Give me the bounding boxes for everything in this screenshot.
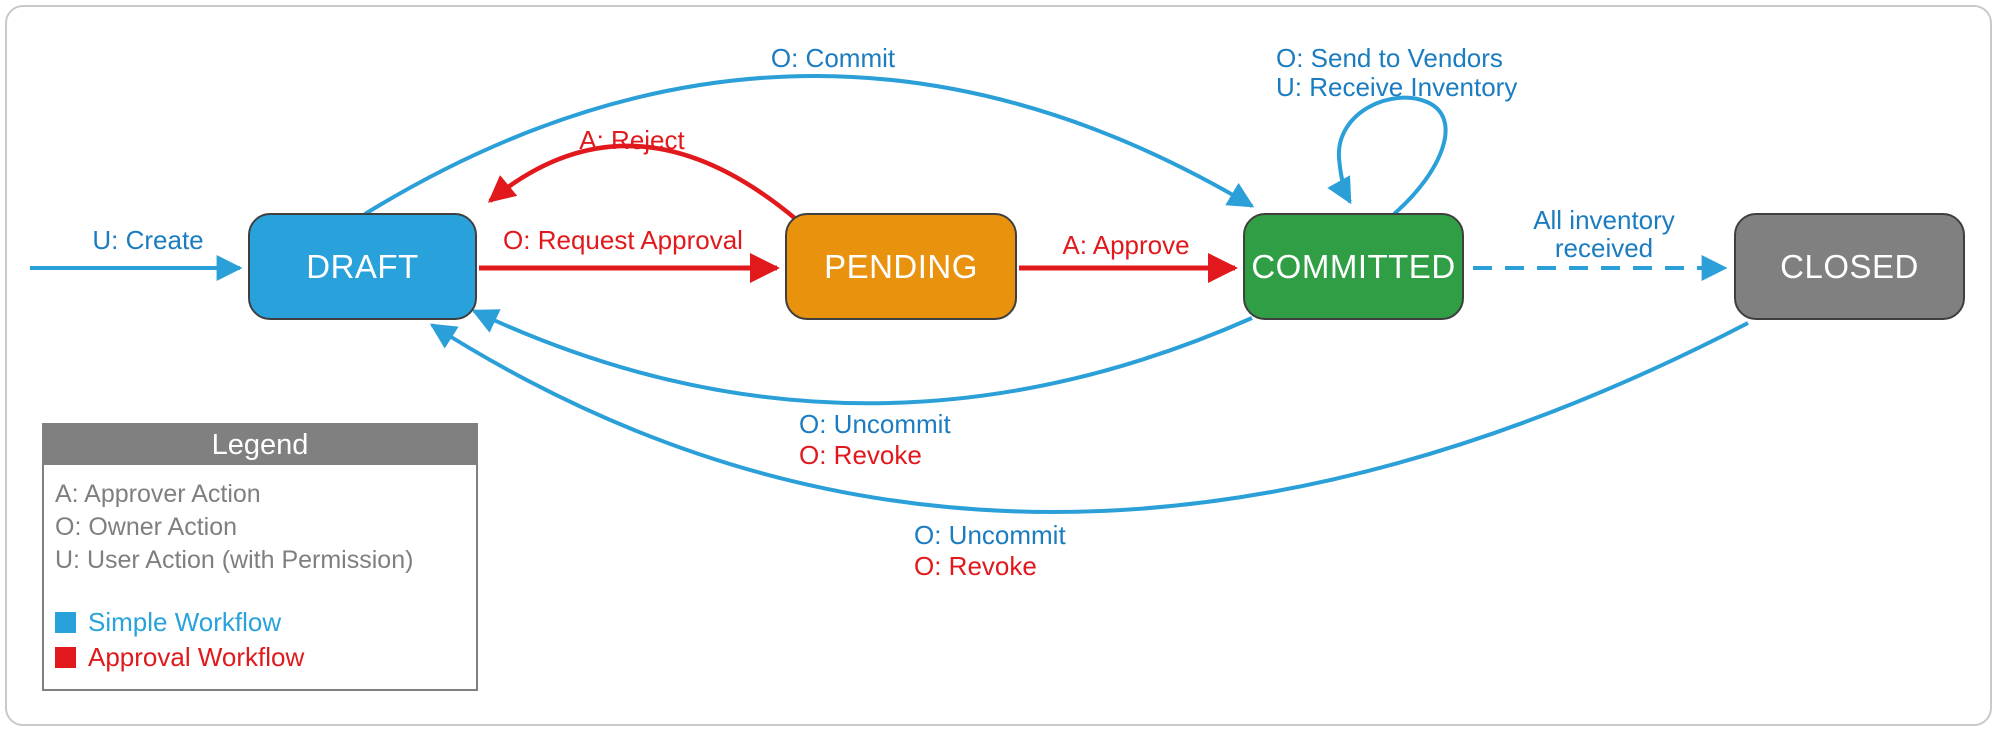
state-committed-label: COMMITTED — [1251, 247, 1456, 285]
legend-spacer — [55, 577, 466, 605]
red-swatch-icon — [55, 647, 76, 668]
label-uncommit-2: O: Uncommit — [914, 520, 1066, 550]
arrow-uncommit-from-closed — [429, 321, 1749, 514]
label-uncommit-1: O: Uncommit — [799, 409, 951, 439]
label-commit: O: Commit — [770, 43, 896, 73]
state-closed: CLOSED — [1734, 213, 1965, 320]
legend-title: Legend — [44, 425, 476, 465]
blue-swatch-icon — [55, 612, 76, 633]
arrow-commit — [363, 74, 1255, 216]
legend-item-user: U: User Action (with Permission) — [55, 546, 414, 574]
arrow-uncommit-from-committed — [471, 309, 1253, 406]
state-draft-label: DRAFT — [306, 247, 419, 285]
label-reject: A: Reject — [579, 125, 685, 155]
state-pending-label: PENDING — [824, 247, 978, 285]
legend-simple-workflow-label: Simple Workflow — [88, 607, 282, 637]
state-draft: DRAFT — [248, 213, 477, 320]
label-self-loop: O: Send to Vendors U: Receive Inventory — [1276, 44, 1517, 102]
label-receive-inventory: U: Receive Inventory — [1276, 72, 1518, 102]
label-revoke-1: O: Revoke — [799, 440, 922, 470]
state-pending: PENDING — [785, 213, 1017, 320]
legend-approval-workflow-label: Approval Workflow — [88, 642, 305, 672]
diagram-border — [5, 5, 1992, 726]
legend-item-approver: A: Approver Action — [55, 480, 261, 508]
label-send-to-vendors: O: Send to Vendors — [1276, 43, 1503, 73]
legend-item-owner: O: Owner Action — [55, 513, 238, 541]
label-all-inventory-line2: received — [1554, 233, 1654, 263]
legend-body: A: Approver Action O: Owner Action U: Us… — [44, 465, 476, 675]
arrow-self-loop — [1327, 95, 1448, 216]
label-all-inventory-line1: All inventory — [1533, 205, 1675, 235]
state-closed-label: CLOSED — [1780, 247, 1919, 285]
label-request-approval: O: Request Approval — [503, 225, 743, 255]
label-create: U: Create — [92, 225, 204, 255]
state-committed: COMMITTED — [1243, 213, 1464, 320]
legend-approval-workflow: Approval Workflow — [55, 640, 466, 675]
label-all-inventory: All inventory received — [1504, 206, 1704, 262]
label-revoke-2: O: Revoke — [914, 551, 1037, 581]
arrow-reject — [487, 143, 799, 222]
legend: Legend A: Approver Action O: Owner Actio… — [42, 423, 478, 691]
legend-simple-workflow: Simple Workflow — [55, 605, 466, 640]
label-approve: A: Approve — [1062, 230, 1190, 260]
